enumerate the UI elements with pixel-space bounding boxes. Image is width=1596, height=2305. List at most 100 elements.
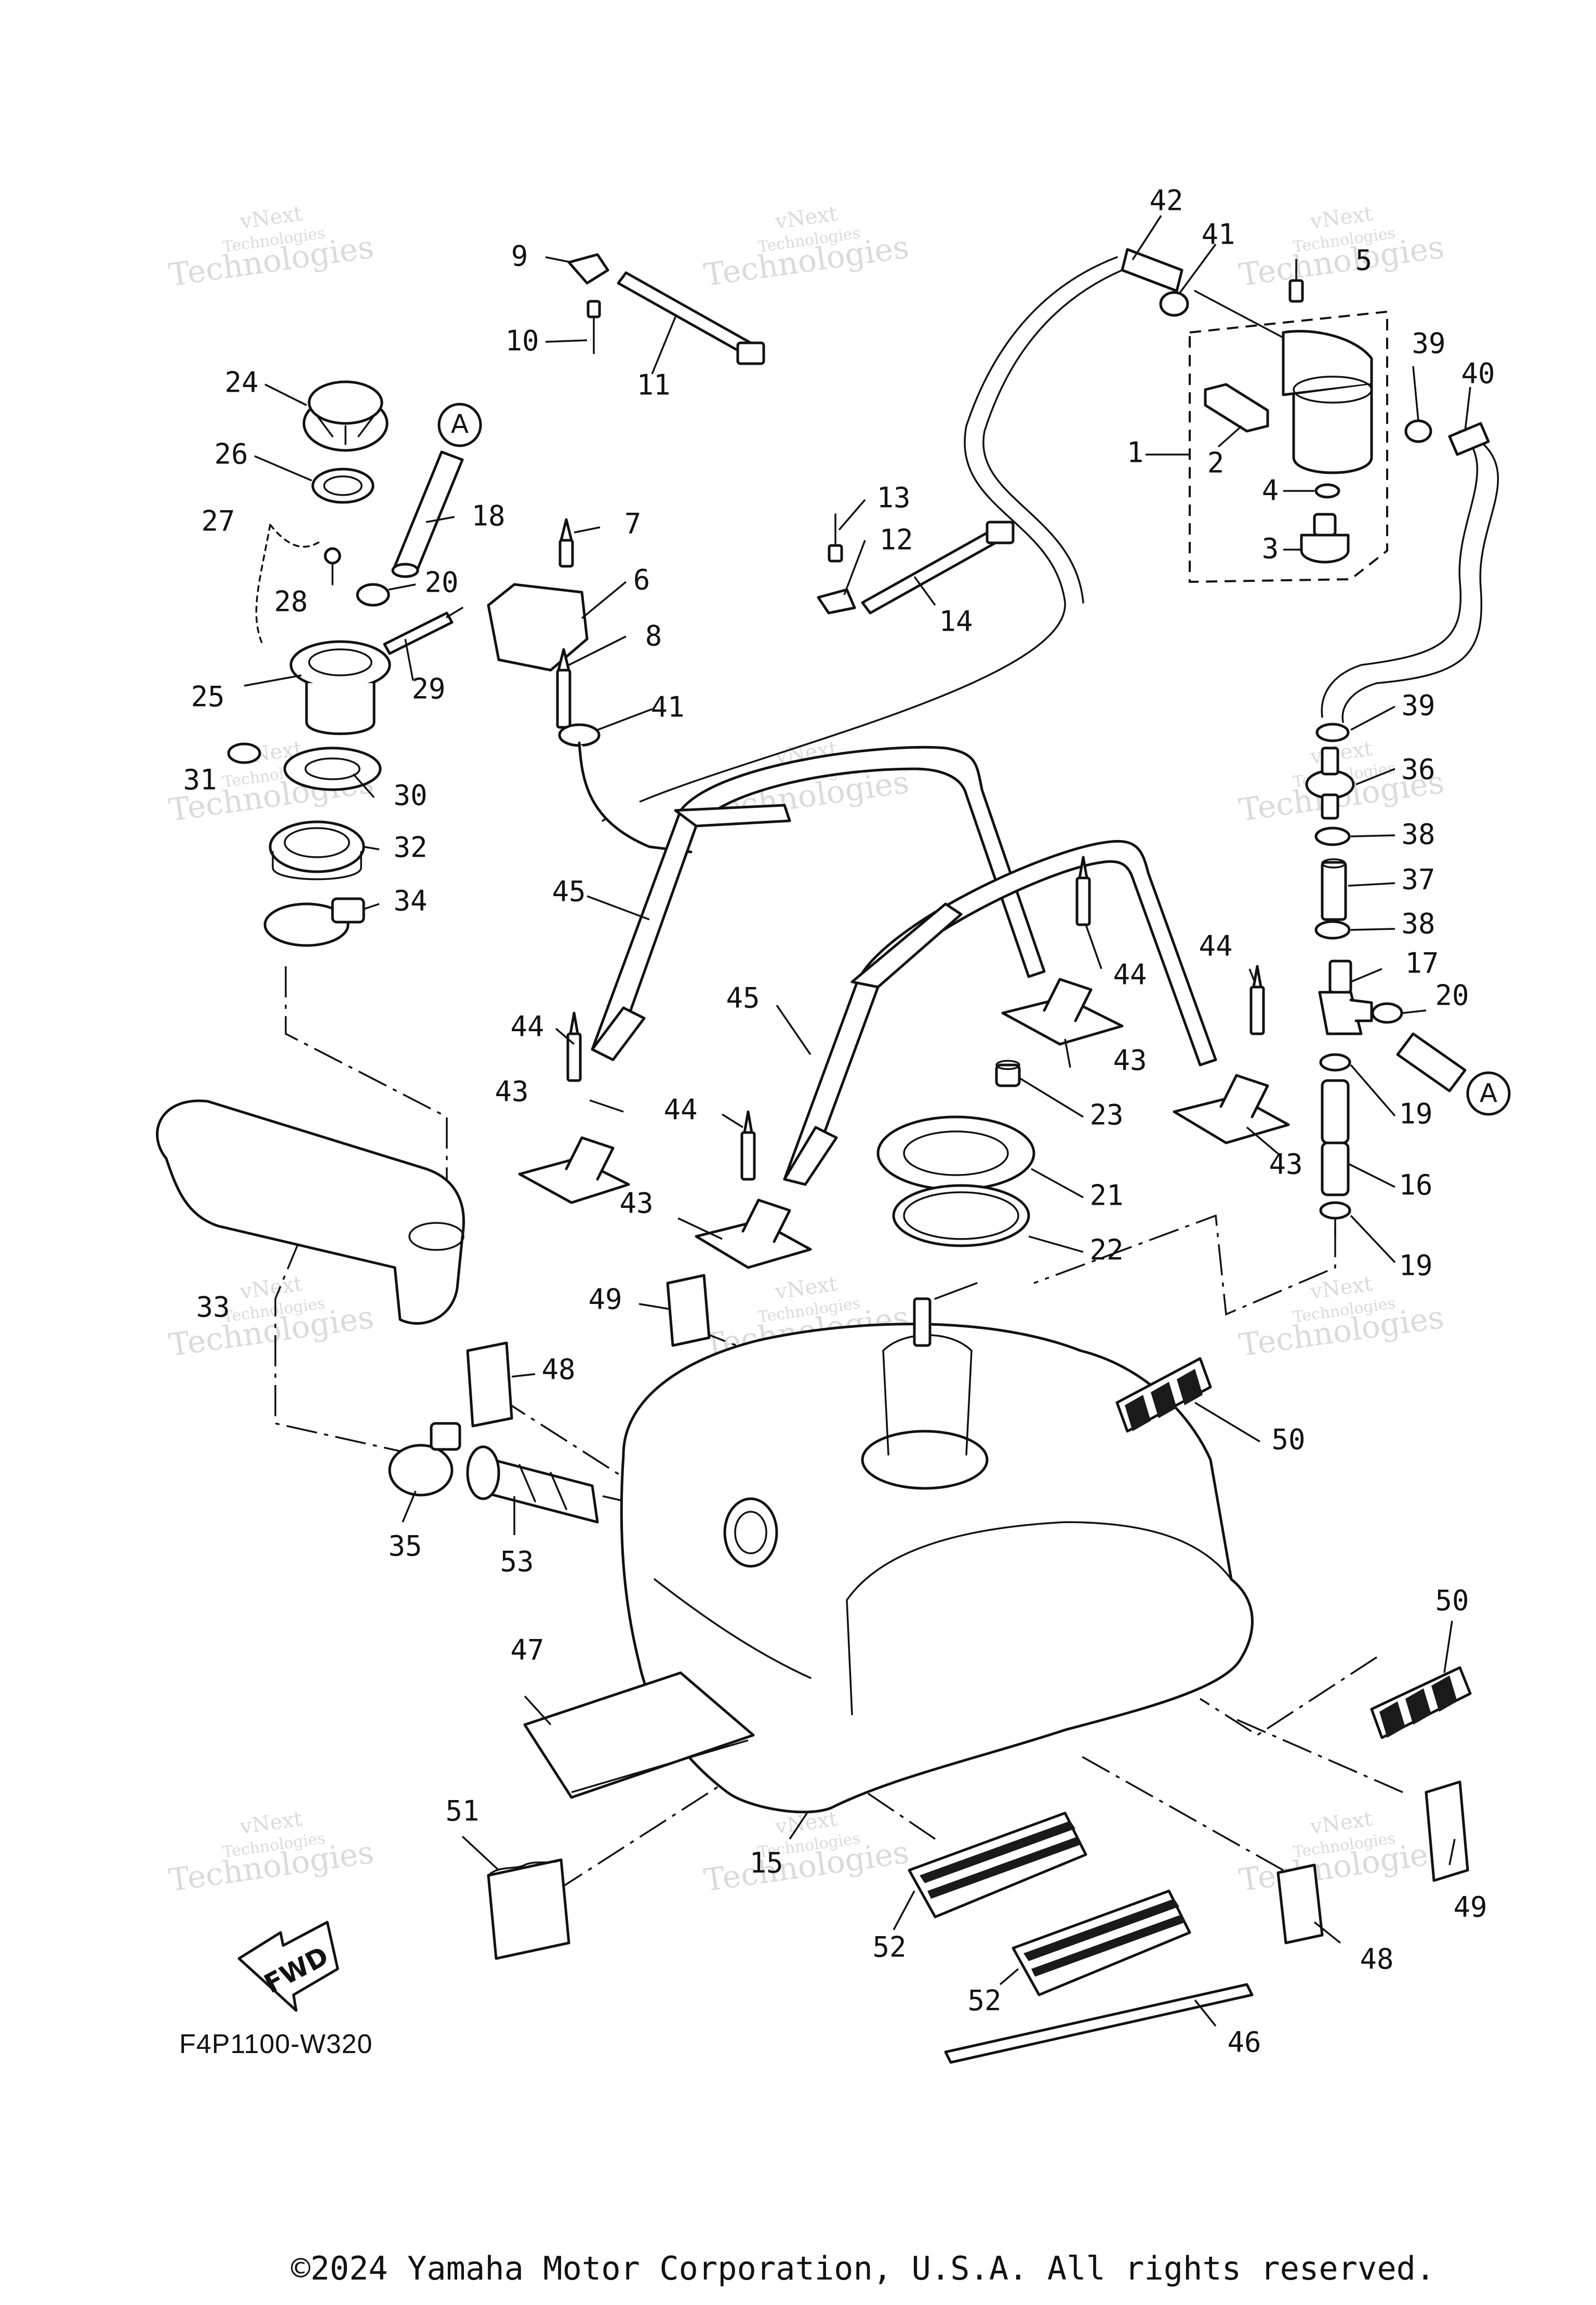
callout-30: 30 [393, 779, 427, 812]
callout-52: 52 [967, 1984, 1001, 2017]
screw-28 [324, 547, 341, 585]
pad-49b [1425, 1780, 1469, 1882]
callout-7: 7 [624, 508, 642, 540]
fwd-direction-arrow: FWD [237, 1921, 339, 2012]
callout-19: 19 [1399, 1098, 1432, 1130]
callout-17: 17 [1405, 947, 1439, 980]
clamp-38b [1314, 920, 1351, 940]
callout-36: 36 [1401, 753, 1435, 786]
callout-20: 20 [424, 566, 458, 599]
tube-37 [1321, 858, 1347, 921]
callout-3: 3 [1262, 532, 1279, 565]
callout-26: 26 [214, 438, 248, 471]
callout-52: 52 [872, 1931, 906, 1964]
callout-48: 48 [541, 1353, 575, 1386]
vent-hose-40 [1321, 430, 1479, 718]
callout-33: 33 [196, 1291, 230, 1324]
callout-27: 27 [201, 505, 235, 538]
callout-39: 39 [1412, 327, 1445, 360]
callout-23: 23 [1089, 1099, 1123, 1131]
nut-23 [995, 1060, 1021, 1087]
callout-4: 4 [1262, 474, 1279, 507]
callout-8: 8 [645, 620, 662, 652]
pin-44d [1249, 965, 1265, 1035]
hose-16 [1321, 1079, 1350, 1196]
filler-cap-assembly: A [227, 380, 482, 947]
hose-40-end [1448, 422, 1490, 456]
callout-leaders [244, 215, 1471, 2027]
clamp-19a [1319, 1053, 1351, 1072]
callout-19: 19 [1399, 1249, 1432, 1282]
pad-51 [487, 1858, 570, 1960]
callout-29: 29 [411, 673, 445, 705]
clamp-20b [1371, 1002, 1403, 1024]
leader-52-line [789, 1739, 936, 1840]
strap-brackets [518, 856, 1290, 1269]
callout-12: 12 [879, 524, 913, 556]
callout-labels: 42 41 5 9 10 11 39 40 24 26 18 1 2 4 3 2… [183, 184, 1495, 2059]
callout-35: 35 [388, 1530, 422, 1563]
callout-25: 25 [191, 681, 224, 713]
callout-44: 44 [1113, 958, 1147, 991]
bolt-13 [828, 513, 843, 563]
cap-chain-27 [255, 524, 323, 645]
fitting-29 [383, 607, 463, 655]
callout-38: 38 [1401, 908, 1435, 940]
connection-tag-a-top: A [437, 403, 482, 447]
o-ring-4 [1314, 483, 1340, 499]
callout-1: 1 [1127, 436, 1144, 469]
t-joint-17 [1318, 960, 1373, 1035]
callout-5: 5 [1355, 244, 1373, 277]
clip-9 [567, 253, 609, 285]
clamp-19b [1319, 1201, 1351, 1220]
callout-10: 10 [505, 325, 539, 357]
pin-8 [556, 648, 571, 729]
pump-flange-group [876, 1060, 1035, 1247]
diagram-code: F4P1100-W320 [179, 2029, 373, 2059]
clamp-39a [1404, 419, 1432, 443]
bracket-43d [1173, 1074, 1290, 1144]
leader-48b-line [1080, 1755, 1284, 1871]
pad-52b [1012, 1889, 1191, 1996]
pads [466, 1274, 1472, 2064]
callout-18: 18 [471, 500, 505, 532]
callout-38: 38 [1401, 818, 1435, 851]
callout-48: 48 [1360, 1943, 1393, 1976]
callout-43: 43 [1269, 1148, 1302, 1181]
rivet-10 [587, 300, 601, 354]
pipe-53 [466, 1445, 599, 1524]
clamp-38a [1314, 827, 1351, 846]
clamp-41a [1159, 291, 1189, 317]
callout-49: 49 [588, 1283, 622, 1316]
pad-50a [1115, 1357, 1212, 1433]
bracket-43b [1001, 978, 1124, 1046]
callout-44: 44 [510, 1010, 544, 1043]
callout-43: 43 [1113, 1044, 1147, 1077]
cover-6 [487, 583, 589, 672]
washer-31 [227, 742, 261, 764]
callout-31: 31 [183, 764, 217, 796]
pin-44b [1075, 856, 1091, 926]
bracket-43a [518, 1136, 630, 1204]
callout-28: 28 [274, 585, 308, 618]
callout-45: 45 [552, 875, 586, 908]
fuel-tank-15 [620, 1282, 1254, 1814]
callout-50: 50 [1435, 1584, 1469, 1617]
connection-tag-a-right: A [1466, 1071, 1511, 1116]
strap-45a [591, 746, 1046, 1061]
pin-44a [566, 1011, 582, 1082]
svg-text:A: A [451, 409, 469, 439]
neck-clamp-and-pipe [388, 1422, 599, 1524]
pin-7 [558, 518, 574, 568]
watermark: vNext Technologies Technologies [1237, 1807, 1446, 1899]
callout-46: 46 [1227, 2026, 1261, 2059]
callout-9: 9 [511, 240, 528, 273]
callout-6: 6 [633, 564, 650, 596]
callout-15: 15 [749, 1847, 783, 1880]
hose-42 [1121, 248, 1183, 292]
leader-tank-line [1033, 1214, 1336, 1316]
fuel-cap-24 [302, 380, 389, 452]
callout-43: 43 [619, 1187, 653, 1220]
